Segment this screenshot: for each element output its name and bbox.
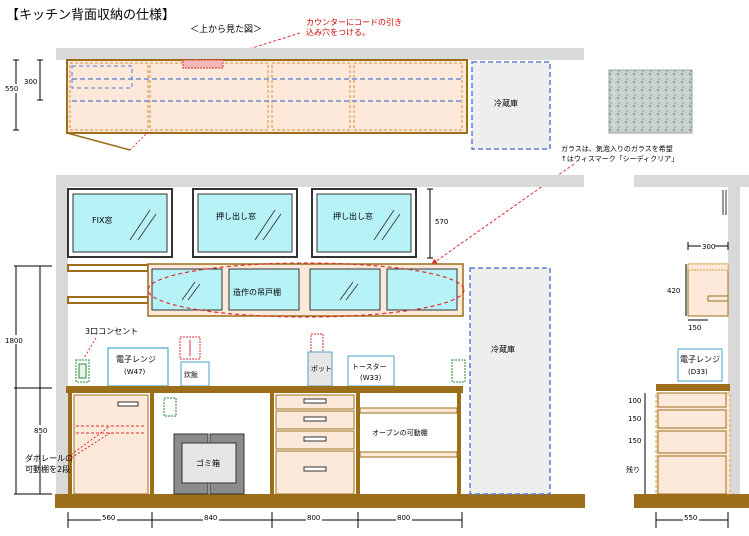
- hanging-cabinet: 造作の吊戸棚: [147, 262, 465, 318]
- svg-text:電子レンジ: 電子レンジ: [116, 355, 156, 364]
- front-wall-left: [56, 187, 68, 494]
- oven-shelf-lower: [359, 451, 458, 458]
- microwave: 電子レンジ (W47): [107, 347, 169, 387]
- page-title: 【キッチン背面収納の仕様】: [6, 8, 175, 23]
- top-view: ＜上から見た図＞ カウンターにコードの引き 込み穴をつける。 冷蔵庫 300 5…: [4, 18, 584, 151]
- cord-note-line2: 込み穴をつける。: [306, 27, 370, 37]
- front-fridge-label: 冷蔵庫: [491, 344, 515, 354]
- oven-shelf-label: オーブンの可動棚: [372, 428, 428, 437]
- side-dim-d3: 150: [628, 437, 641, 445]
- pot: ポット: [307, 351, 333, 387]
- window-push-2: 押し出し窓: [311, 188, 417, 258]
- counter-top: [66, 386, 463, 393]
- rail-note-line1: ダボレールの: [25, 453, 73, 463]
- svg-text:造作の吊戸棚: 造作の吊戸棚: [233, 287, 281, 297]
- svg-text:押し出し窓: 押し出し窓: [333, 211, 373, 221]
- svg-text:FIX窓: FIX窓: [92, 215, 112, 225]
- power-outlet-icon: [75, 359, 90, 383]
- front-view: FIX窓 押し出し窓 押し出し窓 570: [4, 175, 585, 528]
- side-dim-d2: 150: [628, 415, 641, 423]
- side-dim-cab-height: 420: [667, 287, 680, 295]
- power-outlet-icon: [163, 397, 177, 417]
- svg-text:(W33): (W33): [360, 374, 382, 382]
- dim-w-840: 840: [204, 514, 217, 522]
- svg-text:押し出し窓: 押し出し窓: [216, 211, 256, 221]
- top-view-label: ＜上から見た図＞: [190, 24, 262, 35]
- glass-note-line2: ↑はウィスマーク「シーディクリア」: [561, 154, 678, 163]
- side-dim-rest: 残り: [626, 465, 640, 474]
- shelf-lower: [67, 296, 149, 304]
- top-dim-depth: 300: [24, 78, 37, 86]
- glass-sample-swatch: [608, 69, 693, 134]
- top-wall: [56, 48, 584, 60]
- drawer-unit: [275, 394, 355, 495]
- toaster: トースター (W33): [347, 355, 395, 387]
- svg-text:炊飯: 炊飯: [184, 370, 198, 379]
- cord-note-line1: カウンターにコードの引き: [306, 18, 402, 27]
- top-counter: [66, 59, 468, 134]
- top-fridge-label: 冷蔵庫: [494, 98, 518, 108]
- dim-w-560: 560: [102, 514, 115, 522]
- dim-window: 570: [435, 218, 448, 226]
- front-wall-top: [56, 175, 584, 187]
- trash-label: ゴミ箱: [196, 458, 220, 468]
- window-fix: FIX窓: [67, 188, 173, 258]
- svg-text:トースター: トースター: [352, 362, 387, 371]
- side-microwave-line1: 電子レンジ: [680, 355, 720, 364]
- cabinet-left: [73, 394, 149, 495]
- top-fridge: [471, 61, 551, 150]
- top-dim-total: 550: [5, 85, 18, 93]
- front-floor: [55, 494, 585, 508]
- glass-note-line1: ガラスは、気泡入りのガラスを希望: [561, 144, 673, 153]
- power-outlet-icon: [451, 359, 466, 383]
- side-view: 300 420 150 電子レンジ (D33) 100 150 150 残り 5…: [626, 175, 749, 528]
- dim-w-800a: 800: [307, 514, 320, 522]
- cord-hole: [182, 59, 224, 69]
- svg-text:(W47): (W47): [124, 368, 146, 376]
- outlet-label: 3口コンセント: [85, 327, 138, 336]
- side-dim-d1: 100: [628, 397, 641, 405]
- shelf-upper: [67, 264, 149, 272]
- dim-height-1800: 1800: [5, 337, 23, 345]
- side-dim-depth: 550: [684, 514, 697, 522]
- rice-cooker: 炊飯: [179, 336, 210, 387]
- side-dim-top-width: 300: [702, 243, 715, 251]
- front-fridge: [469, 267, 551, 495]
- power-outlet-icon: [310, 333, 324, 353]
- svg-text:ポット: ポット: [311, 365, 332, 373]
- window-push-1: 押し出し窓: [192, 188, 298, 258]
- side-dim-shelf: 150: [688, 324, 701, 332]
- side-microwave-line2: (D33): [688, 368, 708, 376]
- oven-shelf-upper: [359, 407, 458, 414]
- dim-w-800b: 800: [397, 514, 410, 522]
- rail-note-line2: 可動棚を2段: [25, 464, 70, 474]
- dim-counter-850: 850: [34, 427, 47, 435]
